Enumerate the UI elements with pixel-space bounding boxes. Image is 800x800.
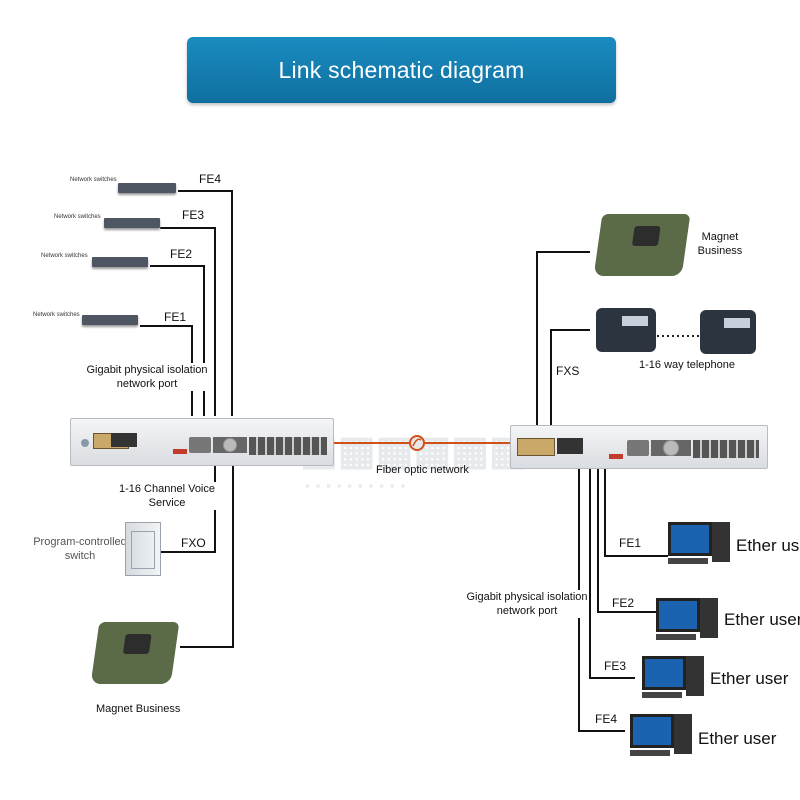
switch-label: Network switches xyxy=(70,177,117,183)
fe3-label-left: FE3 xyxy=(182,208,205,222)
title-banner: Link schematic diagram xyxy=(187,37,616,103)
fe1-label-right: FE1 xyxy=(619,536,642,550)
line-fe4 xyxy=(178,190,233,416)
network-switch-4 xyxy=(82,315,138,325)
pc-4 xyxy=(630,714,694,758)
magnet-phone-right xyxy=(593,214,691,276)
switch-label: Network switches xyxy=(54,214,101,220)
bnc-ports xyxy=(651,440,691,456)
fiber-port xyxy=(173,449,187,454)
telephone-2 xyxy=(700,310,756,354)
voice-label: 1-16 Channel Voice Service xyxy=(112,482,222,510)
line-magnet-left xyxy=(180,466,234,648)
fe2-label-right: FE2 xyxy=(612,596,635,610)
pc-3 xyxy=(642,656,706,700)
line-fxs xyxy=(550,329,590,427)
gigabit-label-left: Gigabit physical isolation network port xyxy=(85,363,209,391)
fxs-label: FXS xyxy=(556,364,580,378)
fe4-label-right: FE4 xyxy=(595,712,618,726)
magnet-label-right: Magnet Business xyxy=(697,231,743,257)
gigabit-label-right: Gigabit physical isolation network port xyxy=(465,590,589,618)
magnet-phone-left xyxy=(90,622,180,684)
bnc-ports xyxy=(213,437,247,453)
switch-label: Network switches xyxy=(41,253,88,259)
network-switch-1 xyxy=(118,183,176,193)
telephone-1 xyxy=(596,308,656,352)
watermark-subtext: ▪▪▪▪▪▪▪▪▪▪ xyxy=(305,478,412,493)
diagram-title: Link schematic diagram xyxy=(278,56,525,83)
fiber-label: Fiber optic network xyxy=(376,464,469,476)
rj45-ports xyxy=(693,440,759,458)
right-device xyxy=(510,425,768,469)
power-socket xyxy=(111,433,137,447)
pc-2 xyxy=(656,598,720,642)
line-fe2 xyxy=(150,265,205,416)
network-switch-2 xyxy=(104,218,160,228)
left-device xyxy=(70,418,334,466)
switch-label: Network switches xyxy=(33,312,80,318)
power-socket xyxy=(557,438,583,454)
fe3-label-right: FE3 xyxy=(604,659,627,673)
fe2-label-left: FE2 xyxy=(170,247,193,261)
pbx-cabinet xyxy=(125,522,161,576)
line-fe1-right xyxy=(604,466,668,557)
telephone-label: 1-16 way telephone xyxy=(639,359,736,371)
magnet-label-left: Magnet Business xyxy=(96,703,181,715)
fiber-port xyxy=(609,454,623,459)
pbx-label: Program-controlled switch xyxy=(33,536,127,562)
rj45-ports xyxy=(249,437,327,455)
line-fe3 xyxy=(160,227,216,416)
line-fe2-right xyxy=(597,466,660,613)
ether-user-label-4: Ether user xyxy=(698,729,777,748)
line-fe4-right xyxy=(578,466,625,732)
fiber-icon xyxy=(409,435,425,451)
ether-user-label-1: Ether user xyxy=(736,536,800,555)
line-fe3-right xyxy=(589,466,635,679)
pc-1 xyxy=(668,522,732,566)
network-switch-3 xyxy=(92,257,148,267)
ether-user-label-3: Ether user xyxy=(710,669,789,688)
fxo-label: FXO xyxy=(181,536,206,550)
line-magnet-right xyxy=(536,251,590,427)
device-screw xyxy=(81,439,89,447)
voice-ports xyxy=(627,440,649,456)
voice-ports xyxy=(189,437,211,453)
ether-user-label-2: Ether user xyxy=(724,610,800,629)
terminal-block xyxy=(517,438,555,456)
fe4-label-left: FE4 xyxy=(199,172,222,186)
fe1-label-left: FE1 xyxy=(164,310,187,324)
